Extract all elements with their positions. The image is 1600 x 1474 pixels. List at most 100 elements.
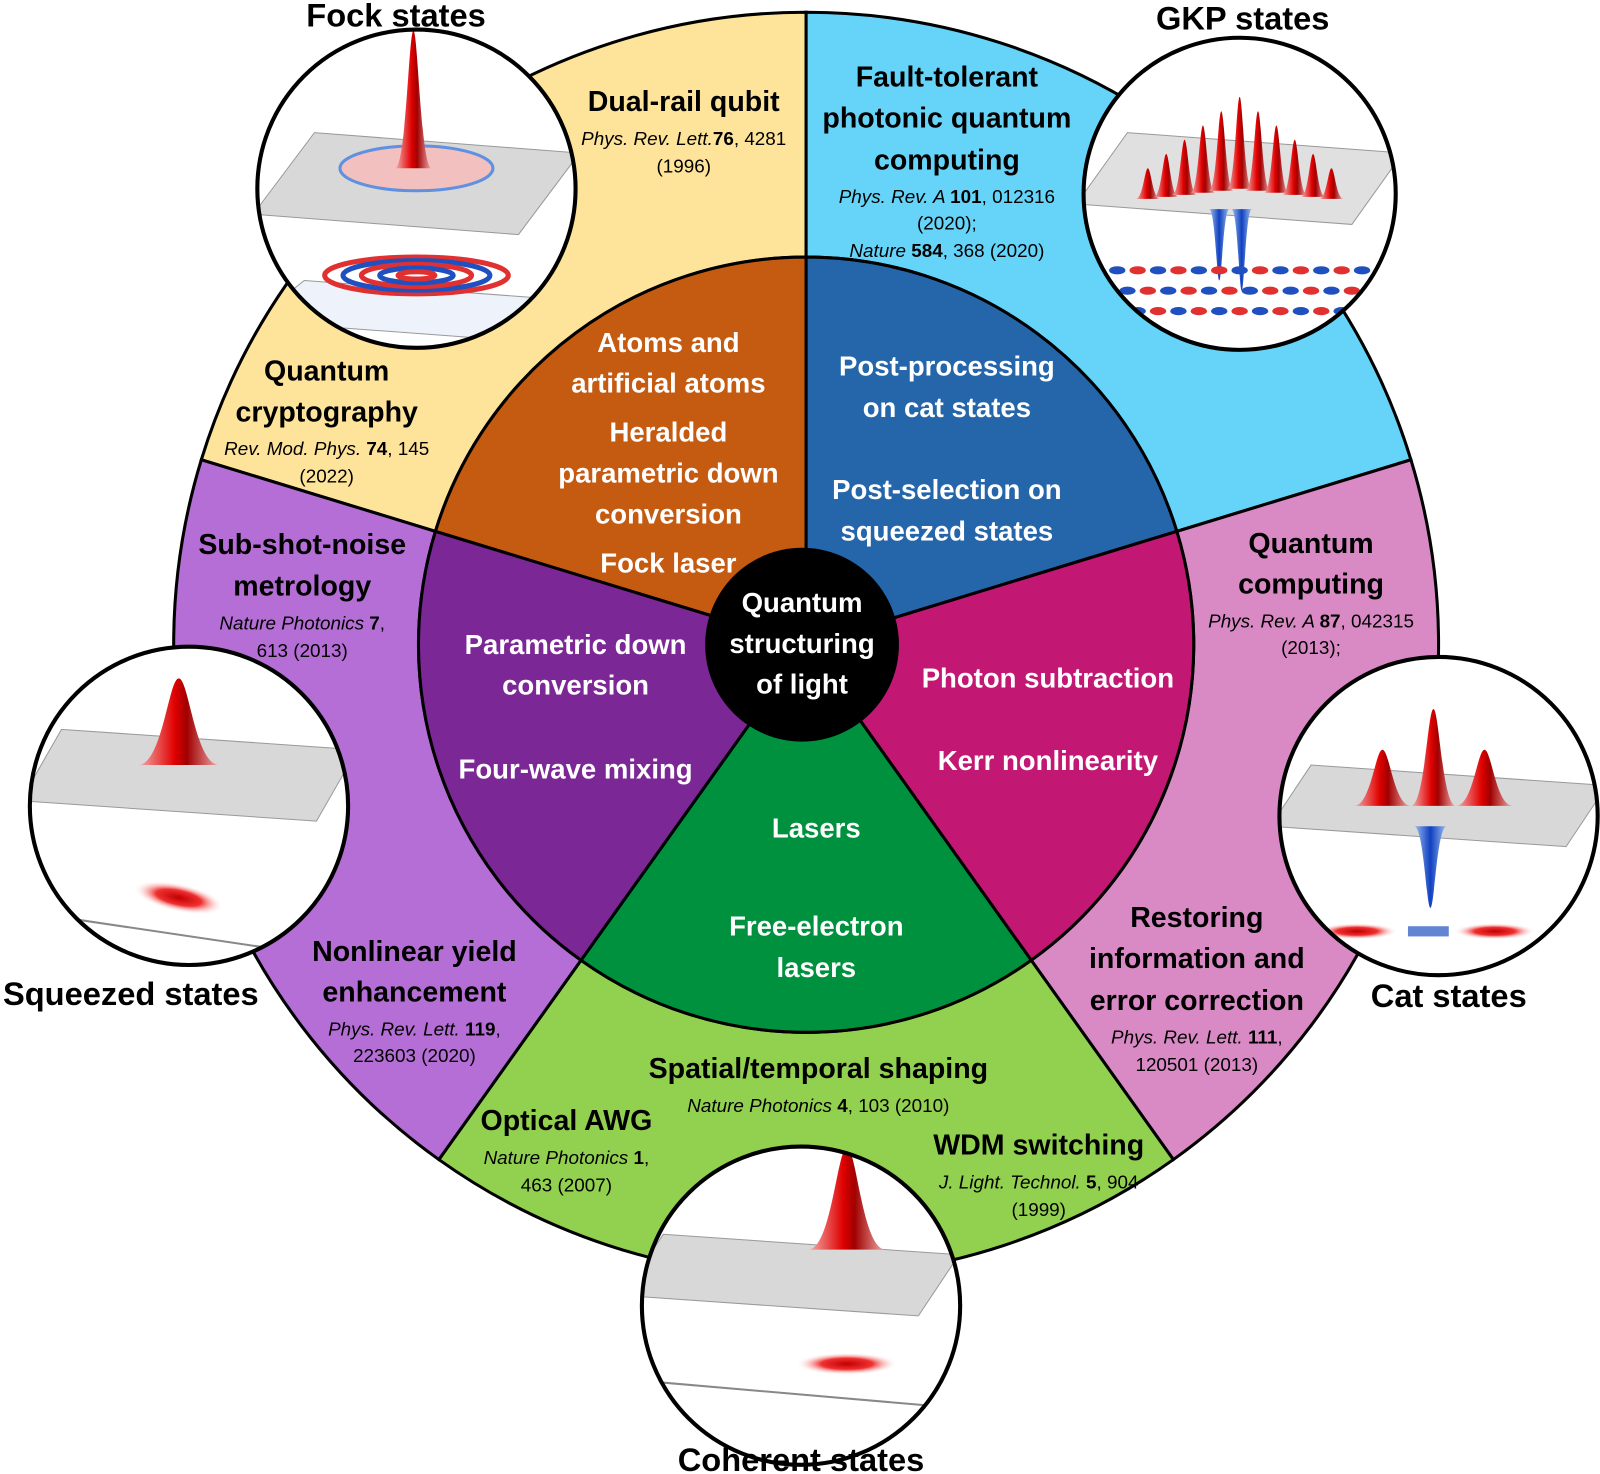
wdm-citation: J. Light. Technol. 5, 904 xyxy=(938,1171,1139,1192)
inner-orange-label: conversion xyxy=(595,498,742,529)
metrology-citation: 613 (2013) xyxy=(257,640,348,661)
wigner-positive-peak xyxy=(1172,139,1197,195)
wigner-positive-peak xyxy=(1153,154,1179,197)
fock-bubble xyxy=(255,27,578,350)
restoring-title: Restoring xyxy=(1130,902,1263,934)
nonlinear-citation: Phys. Rev. Lett. 119, xyxy=(328,1018,501,1039)
citation-pages: (2013); xyxy=(1281,637,1341,658)
dual_rail-citation: Phys. Rev. Lett.76, 4281 xyxy=(581,128,786,149)
inner-sector-orange xyxy=(433,255,808,647)
inner-orange-label: Atoms and xyxy=(597,327,739,358)
cryptography-citation: (2022) xyxy=(299,465,354,486)
citation-volume: 5 xyxy=(1086,1171,1097,1192)
cryptography-citation: Rev. Mod. Phys. 74, 145 xyxy=(224,438,429,459)
inner-blue-label: squeezed states xyxy=(841,516,1054,547)
fault_tolerant-citation: Phys. Rev. A 101, 012316 xyxy=(839,186,1055,207)
citation-volume: 74 xyxy=(366,438,387,459)
wigner-positive-peak xyxy=(1353,749,1412,806)
inner-magenta-label: Photon subtraction xyxy=(922,663,1174,694)
citation-pages: , 145 xyxy=(387,438,429,459)
restoring-citation: Phys. Rev. Lett. 111, xyxy=(1111,1027,1283,1048)
wigner-positive-peak xyxy=(395,30,432,169)
citation-pages: (1996) xyxy=(656,155,711,176)
citation-volume: 76 xyxy=(713,128,734,149)
wigner-positive-peak xyxy=(1245,111,1271,191)
wigner-positive-peak xyxy=(1282,139,1307,195)
citation-pages: , 4281 xyxy=(734,128,786,149)
cryptography-title: cryptography xyxy=(235,396,418,428)
citation-volume: 119 xyxy=(465,1018,495,1039)
wigner-positive-peak xyxy=(1455,749,1514,806)
inner-purple-label: conversion xyxy=(502,670,649,701)
awg-title: Optical AWG xyxy=(480,1105,652,1137)
wigner-positive-peak xyxy=(1300,154,1326,197)
wigner-positive-peak xyxy=(808,1147,886,1250)
inner-blue-label: Post-selection on xyxy=(832,474,1061,505)
citation-pages: , 904 xyxy=(1097,1171,1139,1192)
computing-citation: Phys. Rev. A 87, 042315 xyxy=(1208,610,1414,631)
inner-orange-label: parametric down xyxy=(558,457,778,488)
metrology-title: Sub-shot-noise xyxy=(198,529,406,561)
inner-green-label: Lasers xyxy=(772,812,861,843)
awg-citation: Nature Photonics 1, xyxy=(484,1147,650,1168)
restoring-title: information and xyxy=(1089,943,1305,975)
squeezed-wigner-plot xyxy=(29,678,349,960)
fock-state-label: Fock states xyxy=(306,0,486,34)
cat-wigner-plot xyxy=(1279,708,1598,940)
awg-citation: 463 (2007) xyxy=(521,1174,612,1195)
citation-journal: Nature xyxy=(849,240,911,261)
citation-pages: (1999) xyxy=(1011,1199,1066,1220)
citation-pages: , xyxy=(644,1147,649,1168)
center-line-1: Quantum xyxy=(742,587,863,618)
wigner-positive-peak xyxy=(1411,708,1456,806)
inner-green-label: lasers xyxy=(777,952,857,983)
citation-volume: 4 xyxy=(837,1095,848,1116)
nonlinear-title: Nonlinear yield xyxy=(312,936,517,968)
metrology-title: metrology xyxy=(233,571,371,603)
inner-sector-blue xyxy=(804,255,1179,647)
wigner-positive-peak xyxy=(1190,125,1216,193)
citation-journal: Phys. Rev. A xyxy=(1208,610,1319,631)
citation-journal: Nature Photonics xyxy=(687,1095,837,1116)
coherent-state-label: Coherent states xyxy=(678,1441,925,1474)
wdm-citation: (1999) xyxy=(1011,1199,1066,1220)
cat-bubble xyxy=(1277,654,1600,978)
wdm-title: WDM switching xyxy=(933,1130,1144,1162)
fault_tolerant-citation: Nature 584, 368 (2020) xyxy=(849,240,1044,261)
citation-volume: 111 xyxy=(1248,1027,1277,1048)
metrology-citation: Nature Photonics 7, xyxy=(219,612,385,633)
coherent-bubble xyxy=(639,1144,963,1467)
inner-sector-magenta xyxy=(803,529,1196,963)
restoring-title: error correction xyxy=(1090,985,1304,1017)
citation-journal: Phys. Rev. Lett. xyxy=(1111,1027,1248,1048)
citation-pages: , 012316 xyxy=(982,186,1055,207)
inner-blue-label: on cat states xyxy=(863,392,1031,423)
wigner-positive-peak xyxy=(1209,111,1234,191)
fault_tolerant-title: computing xyxy=(874,144,1020,176)
citation-journal: J. Light. Technol. xyxy=(938,1171,1086,1192)
gkp-bubble xyxy=(1081,35,1398,352)
citation-pages: , xyxy=(1277,1027,1282,1048)
inner-orange-label: artificial atoms xyxy=(571,368,765,399)
shaping-citation: Nature Photonics 4, 103 (2010) xyxy=(687,1095,949,1116)
cat-state-label: Cat states xyxy=(1371,977,1527,1014)
citation-journal: Nature Photonics xyxy=(484,1147,634,1168)
citation-journal: Rev. Mod. Phys. xyxy=(224,438,366,459)
center-line-2: structuring xyxy=(729,628,874,659)
citation-volume: 1 xyxy=(633,1147,644,1168)
restoring-citation: 120501 (2013) xyxy=(1135,1054,1258,1075)
dual_rail-citation: (1996) xyxy=(656,155,711,176)
wigner-negative-peak xyxy=(1414,826,1447,908)
citation-pages: , 042315 xyxy=(1341,610,1414,631)
nonlinear-title: enhancement xyxy=(322,977,507,1009)
center-disc xyxy=(705,547,899,742)
dual_rail-title: Dual-rail qubit xyxy=(588,86,780,118)
citation-pages: , 368 (2020) xyxy=(943,240,1045,261)
citation-pages: , xyxy=(495,1018,500,1039)
computing-title: computing xyxy=(1238,569,1384,601)
wigner-positive-peak xyxy=(137,678,220,766)
gkp-bubble-border xyxy=(1081,35,1398,352)
wigner-negative-peak xyxy=(1231,209,1252,291)
